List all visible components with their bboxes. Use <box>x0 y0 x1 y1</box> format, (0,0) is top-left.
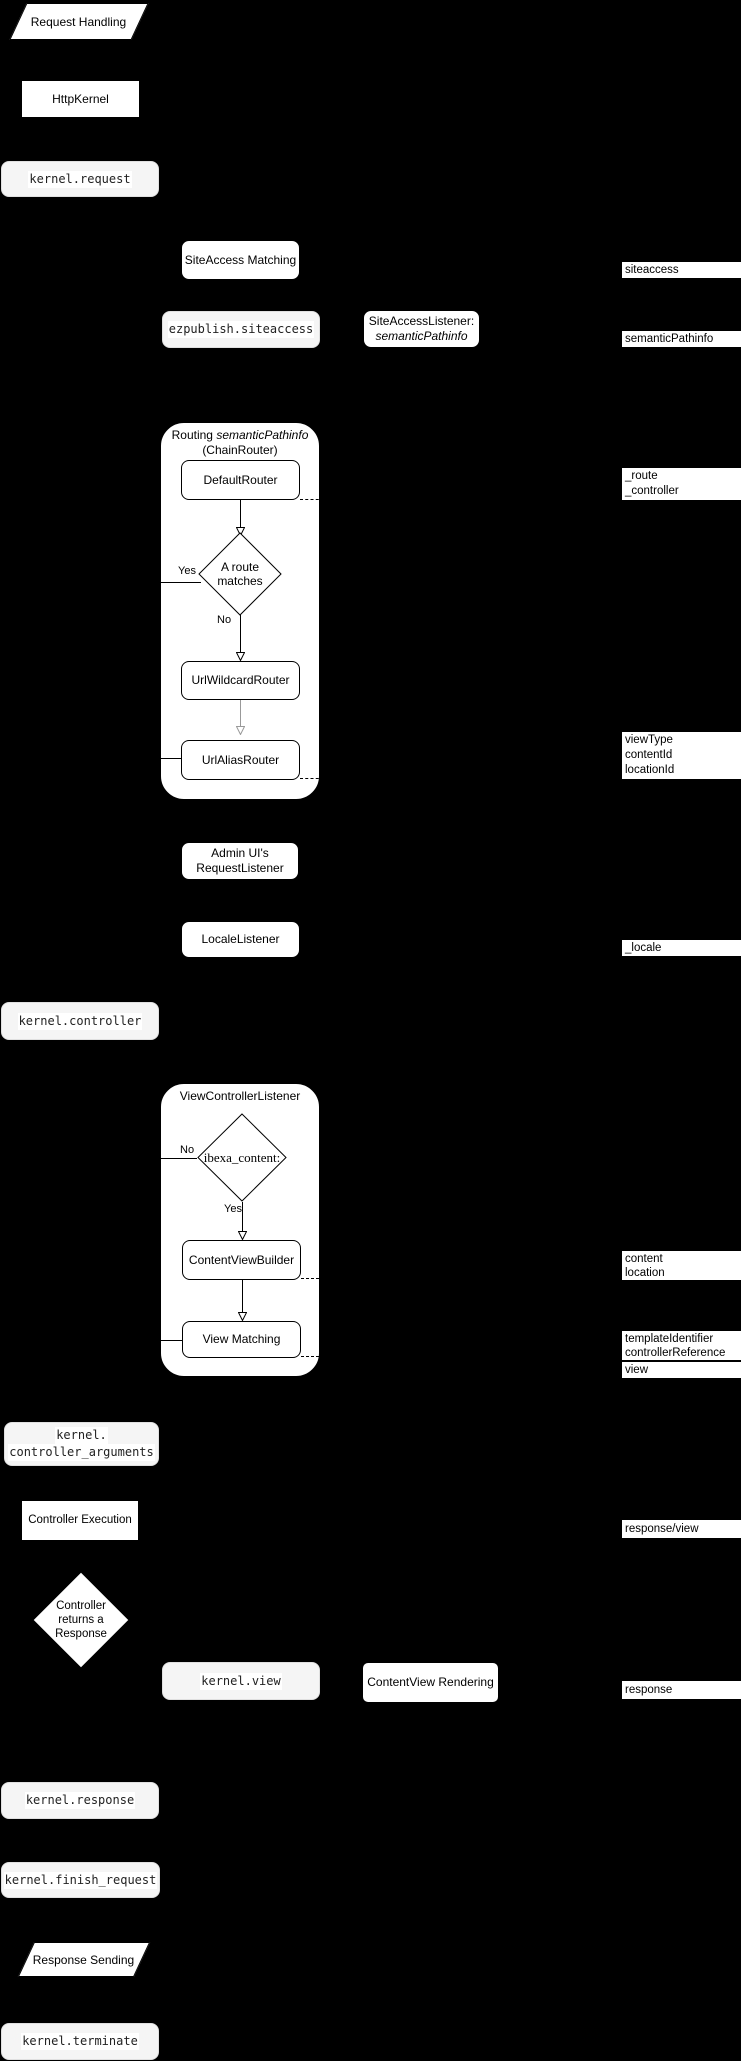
node-url-wildcard-router: UrlWildcardRouter <box>181 661 300 700</box>
connector-no-into-viewmatching <box>160 1340 182 1341</box>
side-label-content-location: content location <box>622 1251 741 1280</box>
event-ezpublish-siteaccess-label: ezpublish.siteaccess <box>167 321 315 338</box>
event-kernel-response: kernel.response <box>1 1782 159 1819</box>
arrowhead-decision <box>235 527 246 537</box>
decision-ibexa-content: ibexa_content: <box>197 1113 287 1202</box>
node-locale-listener-label: LocaleListener <box>201 932 280 946</box>
label-ibexa-content-yes: Yes <box>224 1203 242 1215</box>
routing-subtitle: (ChainRouter) <box>202 443 278 457</box>
event-ezpublish-siteaccess: ezpublish.siteaccess <box>162 311 320 348</box>
routing-title-italic: semanticPathinfo <box>216 428 309 442</box>
event-kernel-terminate: kernel.terminate <box>1 2023 159 2060</box>
event-kernel-controller-arguments-line2: controller_arguments <box>8 1444 155 1461</box>
connector-yes-left <box>160 582 201 583</box>
node-siteaccess-listener: SiteAccessListener: semanticPathinfo <box>363 310 480 348</box>
event-kernel-view-label: kernel.view <box>200 1672 282 1690</box>
event-kernel-view: kernel.view <box>162 1662 320 1700</box>
routing-title-prefix: Routing <box>171 428 217 442</box>
side-label-locale: _locale <box>622 940 741 956</box>
arrowhead-urlalias <box>235 726 246 736</box>
side-label-template-controller: templateIdentifier controllerReference <box>622 1331 741 1360</box>
decision-a-route-matches-label: A route matches <box>217 560 263 588</box>
node-controller-execution-label: Controller Execution <box>28 1514 132 1526</box>
node-default-router: DefaultRouter <box>181 460 300 500</box>
node-admin-ui-request-listener-label: Admin UI's RequestListener <box>196 846 284 875</box>
connector-yes-to-contentviewbuilder <box>242 1202 243 1232</box>
node-url-alias-router-label: UrlAliasRouter <box>201 752 280 767</box>
connector-yes-into-urlalias <box>160 758 181 759</box>
connector-urlalias-dashed <box>300 778 324 779</box>
arrowhead-contentviewbuilder <box>237 1231 248 1241</box>
arrowhead-urlwildcard <box>235 652 246 662</box>
side-label-semantic-pathinfo: semanticPathinfo <box>622 331 741 347</box>
event-kernel-finish-request: kernel.finish_request <box>1 1862 160 1898</box>
node-http-kernel: HttpKernel <box>21 80 140 118</box>
node-siteaccess-listener-line1: SiteAccessListener: <box>368 314 475 328</box>
label-route-matches-no: No <box>217 614 232 626</box>
connector-viewmatching-dashed <box>301 1356 324 1357</box>
node-url-wildcard-router-label: UrlWildcardRouter <box>191 673 290 687</box>
event-kernel-controller-label: kernel.controller <box>17 1012 143 1030</box>
node-siteaccess-matching: SiteAccess Matching <box>181 240 300 280</box>
event-kernel-controller-arguments-line1: kernel. <box>55 1427 108 1444</box>
node-request-handling: Request Handling <box>9 3 149 40</box>
event-kernel-terminate-label: kernel.terminate <box>21 2033 139 2050</box>
node-content-view-builder: ContentViewBuilder <box>182 1240 301 1280</box>
side-label-siteaccess: siteaccess <box>622 262 741 278</box>
container-routing-title: Routing semanticPathinfo (ChainRouter) <box>160 428 320 458</box>
event-kernel-request: kernel.request <box>1 161 159 197</box>
side-label-response-view: response/view <box>622 1520 741 1538</box>
label-ibexa-content-no: No <box>180 1144 195 1156</box>
node-view-matching-label: View Matching <box>202 1332 281 1346</box>
decision-ibexa-content-label: ibexa_content: <box>203 1149 281 1165</box>
decision-a-route-matches: A route matches <box>198 532 282 616</box>
decision-controller-returns-response-label: Controller returns a Response <box>55 1600 107 1640</box>
node-admin-ui-request-listener: Admin UI's RequestListener <box>181 842 299 880</box>
node-default-router-label: DefaultRouter <box>203 472 278 487</box>
node-response-sending: Response Sending <box>17 1942 151 1977</box>
event-kernel-controller-arguments: kernel. controller_arguments <box>4 1422 159 1466</box>
node-content-view-builder-label: ContentViewBuilder <box>188 1252 295 1267</box>
node-contentview-rendering-label: ContentView Rendering <box>367 1675 494 1689</box>
node-siteaccess-matching-label: SiteAccess Matching <box>184 252 297 267</box>
side-label-route-controller: _route _controller <box>622 468 741 500</box>
side-label-view: view <box>622 1362 741 1378</box>
connector-contentviewbuilder-to-viewmatching <box>242 1280 243 1313</box>
connector-urlwildcard-to-urlalias <box>240 700 241 726</box>
node-http-kernel-label: HttpKernel <box>52 91 109 106</box>
container-view-controller-listener-title: ViewControllerListener <box>179 1089 301 1103</box>
decision-controller-returns-response: Controller returns a Response <box>32 1571 130 1669</box>
connector-default-router-dashed <box>300 499 324 500</box>
node-siteaccess-listener-line2: semanticPathinfo <box>375 329 468 343</box>
connector-contentviewbuilder-dashed <box>301 1278 324 1279</box>
connector-no-to-urlwildcard <box>240 615 241 652</box>
event-kernel-request-label: kernel.request <box>28 170 132 188</box>
node-contentview-rendering: ContentView Rendering <box>362 1662 499 1703</box>
node-locale-listener: LocaleListener <box>181 921 300 958</box>
node-controller-execution: Controller Execution <box>21 1500 139 1541</box>
node-response-sending-label: Response Sending <box>33 1952 135 1967</box>
node-url-alias-router: UrlAliasRouter <box>181 740 300 780</box>
arrowhead-viewmatching <box>237 1312 248 1322</box>
side-label-view-params: viewType contentId locationId <box>622 732 741 779</box>
side-label-response: response <box>622 1681 741 1699</box>
node-view-matching: View Matching <box>182 1321 301 1358</box>
event-kernel-finish-request-label: kernel.finish_request <box>3 1871 158 1889</box>
connector-no-left <box>160 1158 197 1159</box>
event-kernel-controller: kernel.controller <box>1 1002 159 1040</box>
event-kernel-response-label: kernel.response <box>24 1792 136 1809</box>
label-route-matches-yes: Yes <box>178 565 196 577</box>
connector-default-router-to-decision <box>240 500 241 528</box>
node-request-handling-label: Request Handling <box>31 14 127 29</box>
